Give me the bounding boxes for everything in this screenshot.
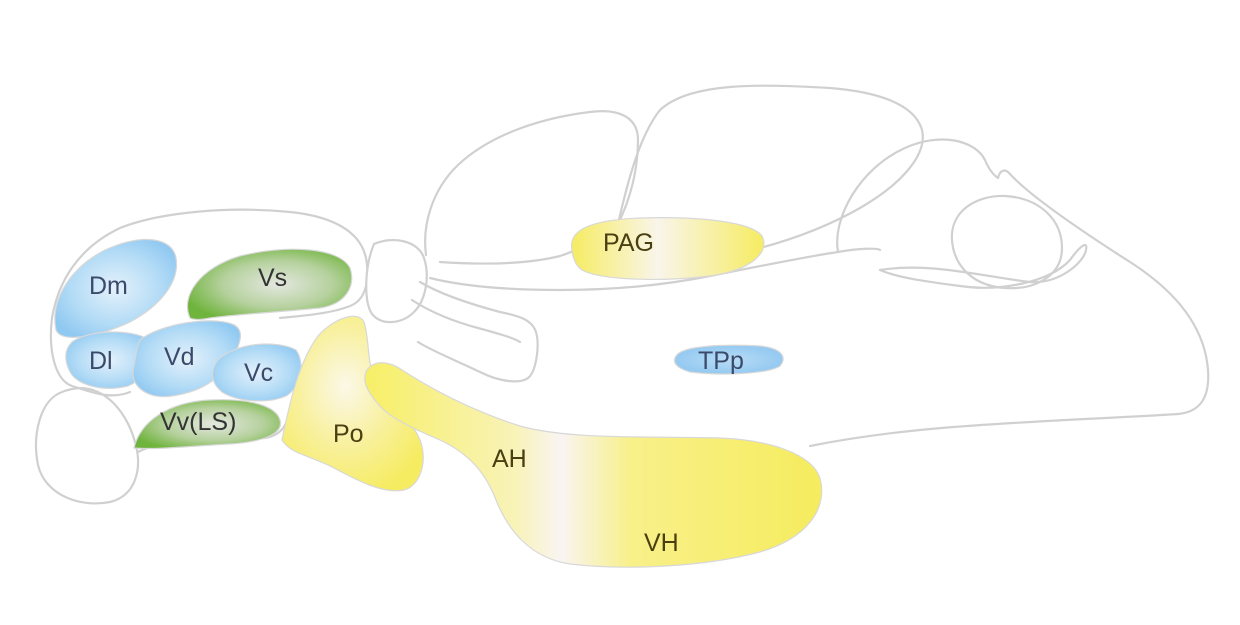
cerebellum-outline xyxy=(836,138,1000,254)
label-dm: Dm xyxy=(89,272,128,300)
region-tpp xyxy=(673,344,784,375)
region-vc xyxy=(211,343,302,402)
olfactory-bulb-outline xyxy=(34,387,140,505)
labels: Dm Dl Vd Vc Vs Vv(LS) Po AH VH PAG TPp xyxy=(89,229,744,557)
region-ah-vh xyxy=(364,362,823,568)
region-pag xyxy=(570,217,765,280)
optic-tract-outline xyxy=(416,280,539,383)
label-ah: AH xyxy=(492,445,527,473)
label-vv-ls: Vv(LS) xyxy=(160,408,236,436)
region-dl xyxy=(65,331,155,389)
regions xyxy=(54,217,823,568)
label-pag: PAG xyxy=(603,229,654,257)
tectum-front-outline xyxy=(424,110,640,257)
brain-outline xyxy=(34,84,1210,505)
optic-tectum-outline xyxy=(616,84,924,250)
optic-tract-inner-outline xyxy=(410,298,522,344)
tegmentum-outline xyxy=(428,247,882,292)
habenula-outline xyxy=(365,238,428,324)
telencephalon-outline xyxy=(49,208,369,397)
label-vh: VH xyxy=(644,529,679,557)
label-vc: Vc xyxy=(244,359,273,387)
label-tpp: TPp xyxy=(698,347,744,375)
label-po: Po xyxy=(333,420,364,448)
vagal-lobe-outline xyxy=(950,194,1064,290)
region-vs xyxy=(186,248,353,321)
region-vv-ls xyxy=(133,399,281,450)
label-dl: Dl xyxy=(89,347,113,375)
label-vd: Vd xyxy=(164,343,195,371)
vagal-lobe-lower-outline xyxy=(878,243,1088,289)
hindbrain-outline xyxy=(808,169,1210,448)
label-vs: Vs xyxy=(258,264,287,292)
